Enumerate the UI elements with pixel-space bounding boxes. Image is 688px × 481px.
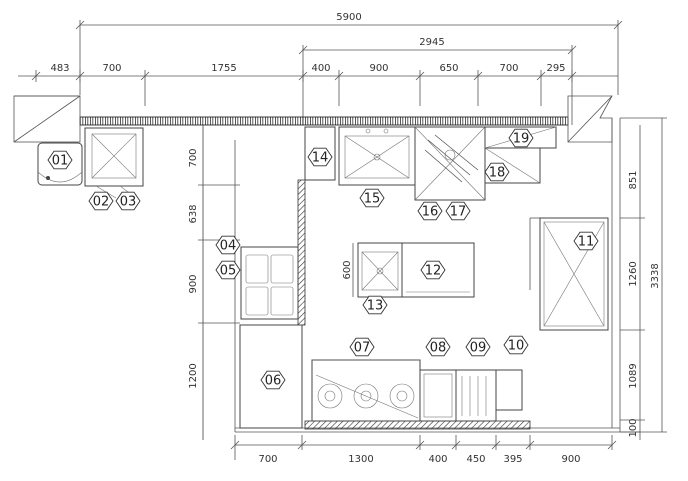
left-wall-box	[13, 95, 81, 143]
tag-hexagon-03	[115, 191, 141, 211]
tag-hexagon-12	[420, 260, 446, 280]
tag-label-16: 16	[422, 205, 439, 220]
tag-label-07: 07	[354, 341, 371, 356]
tag-label-01: 01	[52, 154, 69, 169]
dim-right-1260: 1260	[628, 261, 639, 286]
island-dimension: 600	[342, 243, 354, 297]
equipment-04-05-fryer	[240, 246, 299, 320]
tag-hexagon-08	[425, 337, 451, 357]
equipment-16-17-dishwasher	[414, 126, 486, 201]
tag-label-06: 06	[265, 374, 282, 389]
tag-hexagon-18	[484, 162, 510, 182]
tag-label-08: 08	[430, 341, 447, 356]
equipment-02-03-unit	[84, 127, 144, 199]
tag-label-14: 14	[312, 151, 329, 166]
tag-hexagon-02	[88, 191, 114, 211]
equipment-09-cabinet	[455, 369, 497, 422]
tag-hexagon-07	[349, 337, 375, 357]
dim-700-top: 700	[102, 63, 121, 74]
equipment-11-refrigerator	[529, 217, 609, 331]
left-dimension-chain: 700 638 900 1200	[188, 125, 240, 440]
tag-label-11: 11	[578, 235, 595, 250]
top-overall-dimension: 5900	[75, 12, 623, 95]
tag-label-19: 19	[513, 132, 530, 147]
tag-label-17: 17	[450, 205, 467, 220]
dim-left-900: 900	[188, 274, 199, 293]
right-wall-box	[567, 95, 613, 143]
dim-right-851: 851	[628, 170, 639, 189]
tag-hexagon-05	[215, 260, 241, 280]
dim-650: 650	[439, 63, 458, 74]
dim-bottom-395: 395	[503, 454, 522, 465]
tag-hexagon-06	[260, 370, 286, 390]
dim-700-top-right: 700	[499, 63, 518, 74]
dim-bottom-1300: 1300	[348, 454, 373, 465]
island-depth-label: 600	[342, 260, 353, 279]
tag-hexagon-11	[573, 231, 599, 251]
tag-hexagon-10	[503, 335, 529, 355]
bottom-dimension-chain: 700 1300 400 450 395 900	[230, 435, 617, 465]
tag-label-09: 09	[470, 341, 487, 356]
tag-label-04: 04	[220, 239, 237, 254]
tag-hexagon-14	[307, 147, 333, 167]
dim-right-total: 3338	[650, 263, 661, 288]
exhaust-hood-strip	[79, 116, 569, 126]
tag-label-12: 12	[425, 264, 442, 279]
equipment-tags: 01 02 03 04 05 06 07 08 09 10 11 12 13 14 15 16 17 18 19	[47, 128, 599, 390]
equipment-15-sink	[338, 126, 416, 186]
equipment-13-island-sink	[357, 242, 403, 298]
overall-width-label: 5900	[336, 12, 361, 23]
tag-label-03: 03	[120, 195, 137, 210]
dim-bottom-900: 900	[561, 454, 580, 465]
dim-900-top: 900	[369, 63, 388, 74]
tag-hexagon-19	[508, 128, 534, 148]
tag-hexagon-17	[445, 201, 471, 221]
tag-label-15: 15	[364, 192, 381, 207]
right-dimension-chain: 851 1260 1089 100 3338	[620, 117, 667, 440]
tag-hexagon-15	[359, 188, 385, 208]
tag-hexagon-13	[362, 295, 388, 315]
dim-bottom-700: 700	[258, 454, 277, 465]
tag-label-05: 05	[220, 264, 237, 279]
dim-right-100: 100	[628, 418, 639, 437]
tag-label-13: 13	[367, 299, 384, 314]
sub-total-label: 2945	[419, 37, 444, 48]
tag-hexagon-16	[417, 201, 443, 221]
tag-hexagon-09	[465, 337, 491, 357]
tag-hexagon-01	[47, 150, 73, 170]
dim-right-1089: 1089	[628, 363, 639, 388]
dim-left-1200: 1200	[188, 363, 199, 388]
dim-295: 295	[546, 63, 565, 74]
tag-hexagon-04	[215, 235, 241, 255]
equipment-10-shelf	[495, 369, 523, 411]
dim-bottom-400: 400	[428, 454, 447, 465]
floor-trench	[304, 420, 531, 430]
equipment-07-stove-range	[311, 359, 421, 422]
dim-483: 483	[50, 63, 69, 74]
sub-total-dimension: 2945	[298, 37, 577, 125]
equipment-08-griddle	[419, 369, 457, 422]
dim-left-700: 700	[188, 148, 199, 167]
dim-bottom-450: 450	[466, 454, 485, 465]
dim-400-top: 400	[311, 63, 330, 74]
dim-1755: 1755	[211, 63, 236, 74]
partition-wall	[297, 179, 306, 326]
dim-left-638: 638	[188, 204, 199, 223]
tag-label-10: 10	[508, 339, 525, 354]
tag-label-02: 02	[93, 195, 110, 210]
top-dimension-chain: 483 700 1755 400 900 650 700 295	[18, 63, 618, 106]
tag-label-18: 18	[489, 166, 506, 181]
